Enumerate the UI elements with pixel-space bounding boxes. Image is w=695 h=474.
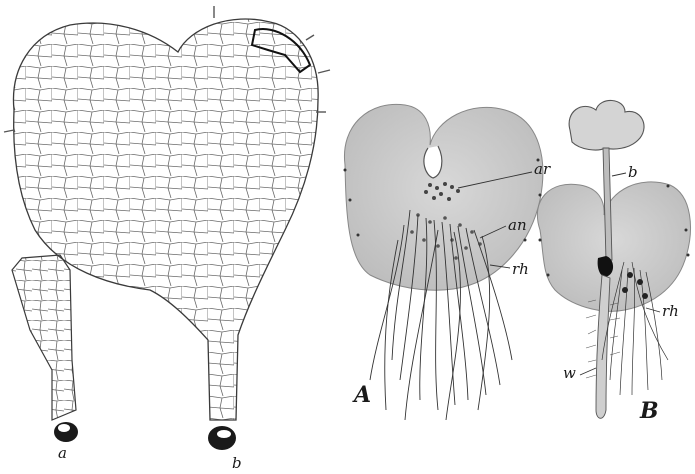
- label-rh-A: rh: [512, 262, 529, 277]
- label-ar: ar: [534, 162, 550, 177]
- label-b: b: [232, 456, 242, 471]
- prothallium-B: [537, 100, 690, 418]
- spore-b: [208, 426, 236, 450]
- label-sporophyte-b: b: [628, 165, 638, 180]
- thallus-B: [537, 182, 690, 311]
- sporophyte-leaf: [569, 100, 644, 150]
- label-an: an: [508, 218, 527, 233]
- prothallium-cellular: [4, 6, 330, 450]
- notch-A: [424, 146, 442, 178]
- panel-label-A: A: [354, 384, 371, 406]
- label-a: a: [58, 446, 67, 461]
- label-rh-B: rh: [662, 304, 679, 319]
- spore-a-highlight: [58, 424, 70, 432]
- label-w: w: [563, 366, 576, 381]
- panel-label-B: B: [640, 400, 659, 422]
- spore-b-highlight: [217, 430, 231, 438]
- filament-a: [12, 255, 76, 420]
